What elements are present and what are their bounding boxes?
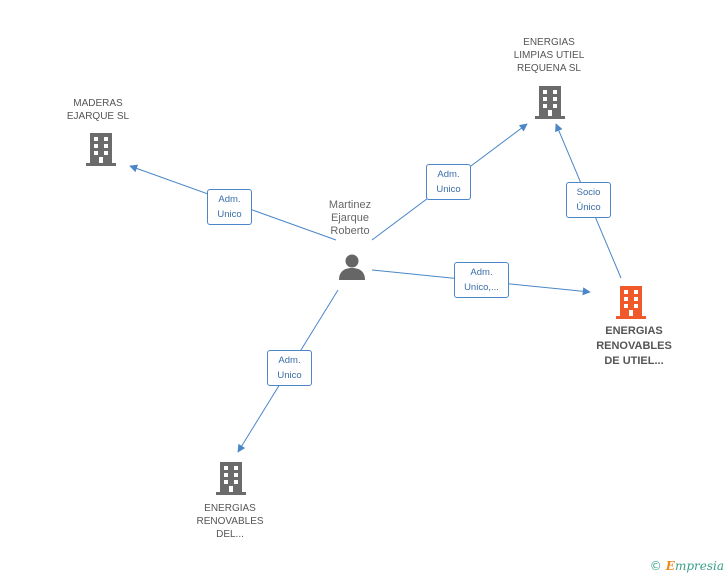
building-icon[interactable] (215, 461, 247, 495)
building-icon[interactable] (85, 132, 117, 166)
edge-label-to-renovables-utiel[interactable]: Adm. Unico,... (454, 262, 509, 298)
company-renovables-del-name: ENERGIAS RENOVABLES DEL... (196, 503, 264, 540)
edge-label-to-limpias[interactable]: Adm. Unico (426, 164, 471, 200)
person-name: Martinez Ejarque Roberto (328, 199, 372, 237)
person-icon[interactable] (337, 252, 367, 282)
brand-logo-initial: E (665, 559, 675, 573)
edge-label-to-maderas[interactable]: Adm. Unico (207, 189, 252, 225)
company-limpias-name: ENERGIAS LIMPIAS UTIEL REQUENA SL (513, 37, 585, 74)
company-renovables-utiel-name: ENERGIAS RENOVABLES DE UTIEL... (596, 325, 672, 367)
brand-footer[interactable]: ©Empresia (650, 559, 724, 573)
copyright-icon: © (649, 559, 662, 573)
brand-name: mpresia (674, 559, 724, 573)
company-maderas-name: MADERAS EJARQUE SL (66, 98, 130, 122)
edge-label-utiel-to-limpias[interactable]: Socio Único (566, 182, 611, 218)
building-icon[interactable] (534, 85, 566, 119)
building-main-icon[interactable] (615, 285, 647, 319)
edge-label-to-renovables-del[interactable]: Adm. Unico (267, 350, 312, 386)
